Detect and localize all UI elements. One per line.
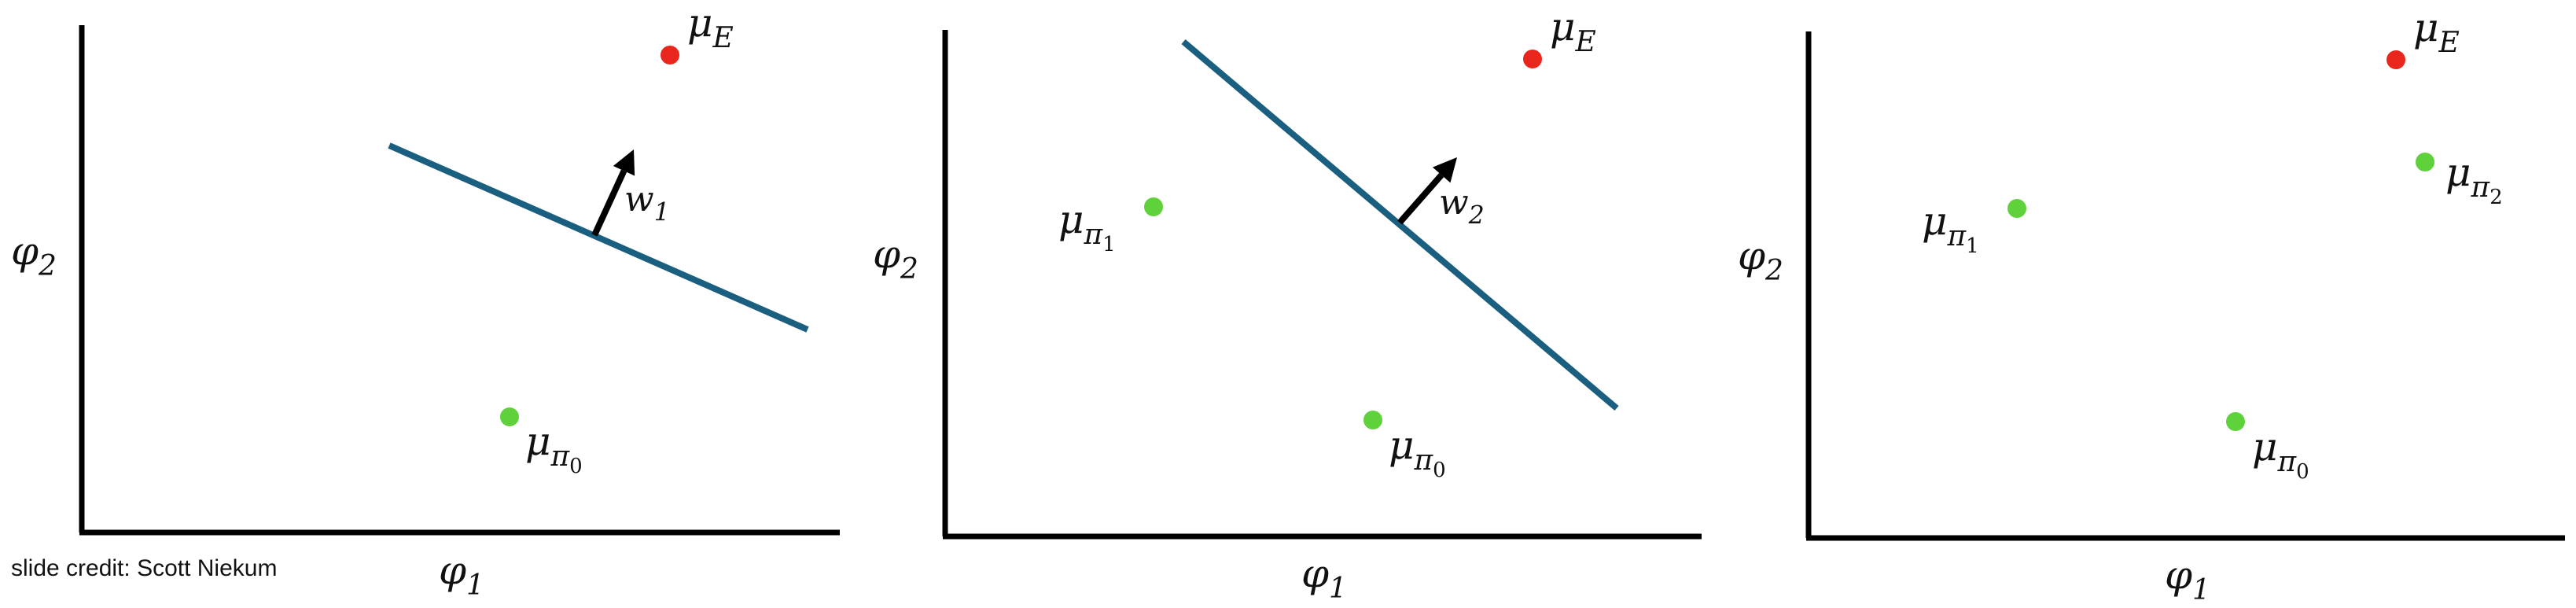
panel-3-policy-label-1: μπ1 xyxy=(1922,198,1979,258)
panel-3-x-axis-label: φ1 xyxy=(2165,552,2210,604)
panel-2-policy-label-1: μπ1 xyxy=(1058,197,1116,256)
panel-3-expert-point xyxy=(2386,50,2405,69)
panel-1-decision-boundary xyxy=(388,142,809,333)
panel-2-decision-boundary xyxy=(1181,39,1619,411)
slide-credit: slide credit: Scott Niekum xyxy=(11,555,278,581)
panel-1-expert-point xyxy=(661,46,679,64)
panel-2-policy-point-0 xyxy=(1363,411,1382,429)
panel-3-expert-label: μE xyxy=(2413,5,2460,59)
panel-2-weight-arrow-head xyxy=(1432,157,1457,183)
panel-1-x-axis-label: φ1 xyxy=(439,547,484,602)
panel-2-policy-point-1 xyxy=(1144,197,1163,216)
panel-3-policy-label-0: μπ0 xyxy=(2252,424,2309,484)
panel-3-policy-label-2: μπ2 xyxy=(2445,149,2503,209)
panel-1-y-axis-label: φ2 xyxy=(11,228,57,282)
panel-1-weight-arrow-shaft xyxy=(591,169,627,237)
panel-2-expert-point xyxy=(1523,50,1542,68)
panel-1-policy-point-0 xyxy=(500,407,519,426)
panel-2-expert-label: μE xyxy=(1550,4,1596,58)
panel-3-y-axis-label: φ2 xyxy=(1738,233,1783,287)
panel-3-policy-point-1 xyxy=(2007,199,2026,218)
panel-2-y-axis-label: φ2 xyxy=(873,231,918,286)
panel-3-policy-point-0 xyxy=(2226,412,2245,431)
panel-2-x-axis-label: φ1 xyxy=(1301,551,1347,604)
panel-2-weight-arrow-shaft xyxy=(1397,172,1444,225)
panel-1-expert-label: μE xyxy=(687,0,734,54)
panel-2-weight-label: w2 xyxy=(1439,182,1485,230)
panel-1-policy-label-0: μπ0 xyxy=(525,418,583,478)
panel-2-policy-label-0: μπ0 xyxy=(1389,422,1446,482)
panel-3-policy-point-2 xyxy=(2416,153,2434,171)
panel-1-weight-arrow-head xyxy=(613,149,635,176)
panel-1-weight-label: w1 xyxy=(624,179,670,227)
